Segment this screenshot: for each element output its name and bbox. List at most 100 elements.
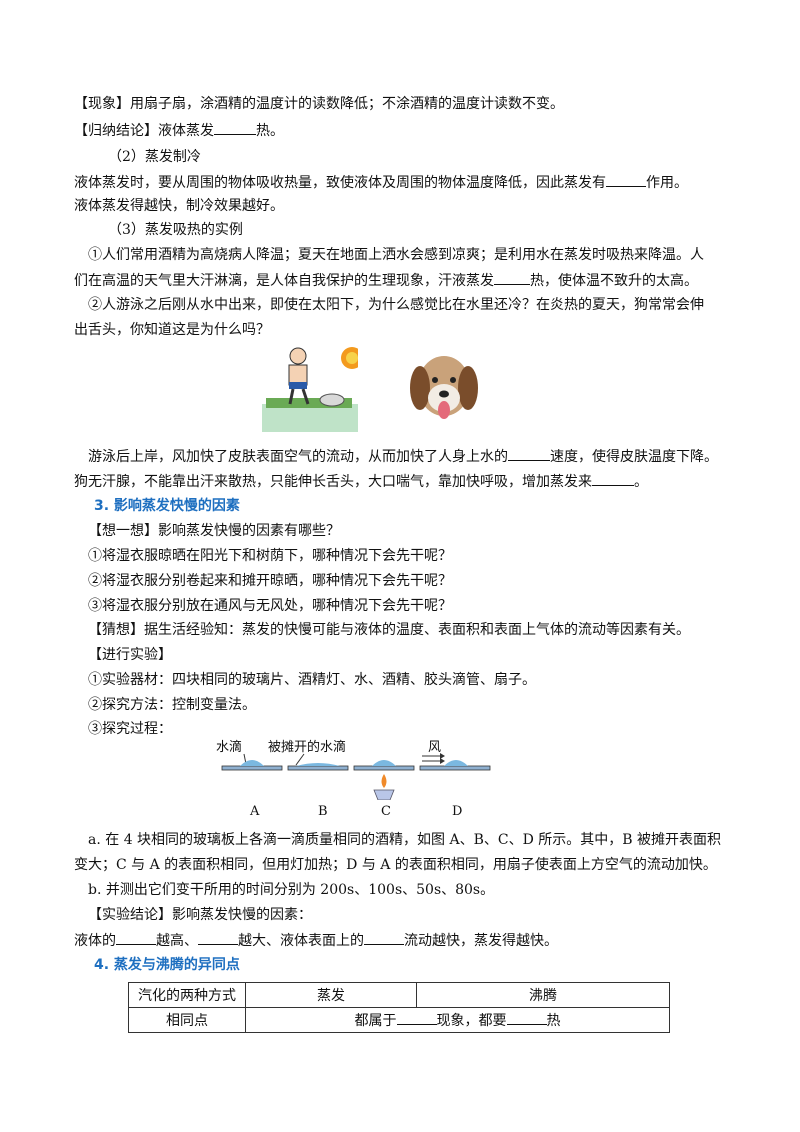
table-cell: 都属于 现象，都要 热 [245, 1007, 670, 1033]
answer-blank[interactable] [506, 1010, 547, 1025]
dog-ear-right [458, 366, 478, 410]
text: 越大、液体表面上的 [238, 933, 364, 949]
answer-para-1: 游泳后上岸，风加快了皮肤表面空气的流动，从而加快了人身上水的 速度，使得皮肤温度下… [88, 446, 718, 467]
answer-para-2: 狗无汗腺，不能靠出汗来散热，只能伸长舌头，大口喘气，靠加快呼吸，增加蒸发来 。 [74, 471, 648, 492]
answer-blank[interactable] [508, 446, 550, 461]
label-spread-drop: 被摊开的水滴 [268, 740, 347, 755]
water-drop-b [296, 763, 340, 766]
glass-plate-a [221, 765, 283, 771]
dog-nose [439, 390, 449, 398]
example-1-cont: 们在高温的天气里大汗淋漓，是人体自我保护的生理现象，汗液蒸发 热，使体温不致升的太… [74, 270, 698, 291]
conclusion-line: 【归纳结论】液体蒸发 热。 [74, 120, 284, 141]
answer-blank[interactable] [494, 270, 530, 285]
table-cell: 相同点 [128, 1007, 246, 1033]
exp-conclusion-line: 液体的 越高、 越大、液体表面上的 流动越快，蒸发得越快。 [74, 930, 558, 951]
wind-arrow-head [440, 753, 445, 759]
process-a-cont: 变大；C 与 A 的表面积相同，但用灯加热；D 与 A 的表面积相同，用扇子使表… [74, 857, 717, 873]
swimmer-head [289, 347, 307, 365]
leg [301, 388, 310, 405]
water-drop-d [444, 760, 468, 766]
text: 流动越快，蒸发得越快。 [404, 933, 558, 949]
table-row: 汽化的两种方式 蒸发 沸腾 [128, 982, 670, 1008]
dog-eye [450, 377, 456, 383]
text: 。 [634, 474, 648, 490]
text: 狗无汗腺，不能靠出汗来散热，只能伸长舌头，大口喘气，靠加快呼吸，增加蒸发来 [74, 474, 592, 490]
label-a: A [250, 804, 260, 819]
text: 都属于 [354, 1013, 397, 1029]
comparison-table: 汽化的两种方式 蒸发 沸腾 相同点 都属于 现象，都要 热 [128, 982, 670, 1033]
answer-blank[interactable] [116, 930, 156, 945]
text: 作用。 [646, 175, 688, 191]
label-wind: 风 [428, 740, 442, 755]
water-drop-a [240, 760, 264, 766]
example-2: ②人游泳之后刚从水中出来，即使在太阳下，为什么感觉比在水里还冷？在炎热的夏天，狗… [88, 297, 704, 313]
flame-icon [381, 774, 387, 788]
text: 热，使体温不致升的太高。 [530, 273, 698, 289]
leg [288, 388, 295, 405]
table-row: 相同点 都属于 现象，都要 热 [128, 1007, 670, 1033]
example-1: ①人们常用酒精为高烧病人降温；夏天在地面上洒水会感到凉爽；是利用水在蒸发时吸热来… [88, 247, 704, 263]
process-line: ③探究过程： [88, 721, 172, 737]
example-2-cont: 出舌头，你知道这是为什么吗？ [74, 322, 270, 338]
swim-trunks [289, 382, 307, 389]
label-b: B [318, 804, 328, 819]
process-a: a. 在 4 块相同的玻璃板上各滴一滴质量相同的酒精，如图 A、B、C、D 所示… [88, 832, 722, 848]
label-c: C [381, 804, 391, 819]
text: 现象，都要 [436, 1013, 507, 1029]
method-line: ②探究方法：控制变量法。 [88, 697, 256, 713]
answer-blank[interactable] [396, 1010, 437, 1025]
dog-eye [432, 377, 438, 383]
exp-conclusion-heading: 【实验结论】影响蒸发快慢的因素： [88, 907, 312, 923]
label-water-drop: 水滴 [216, 740, 243, 755]
dog-ear-left [410, 366, 430, 410]
experiment-heading: 【进行实验】 [88, 647, 172, 663]
text: 液体的 [74, 933, 116, 949]
pointer-line [295, 753, 305, 766]
glass-plate-d [419, 765, 491, 771]
text: 【归纳结论】液体蒸发 [74, 123, 214, 139]
dog-tongue [438, 401, 450, 419]
glass-plate-c [353, 765, 415, 771]
process-b: b. 并测出它们变干所用的时间分别为 200s、100s、50s、80s。 [88, 882, 495, 898]
dog-on-dock [319, 393, 345, 407]
water-drop-c [372, 760, 396, 766]
evaporation-experiment-figure [221, 753, 491, 800]
alcohol-lamp [373, 789, 395, 800]
para-cooling: 液体蒸发时，要从周围的物体吸收热量，致使液体及周围的物体温度降低，因此蒸发有 作用… [74, 172, 688, 193]
table-header-cell: 沸腾 [416, 982, 670, 1008]
subheading-cooling: （2）蒸发制冷 [108, 149, 201, 165]
table-header-cell: 汽化的两种方式 [128, 982, 246, 1008]
text: 速度，使得皮肤温度下降。 [550, 449, 718, 465]
phenomenon-line: 【现象】用扇子扇，涂酒精的温度计的读数降低；不涂酒精的温度计读数不变。 [74, 96, 564, 112]
table-header-cell: 蒸发 [245, 982, 417, 1008]
answer-blank[interactable] [214, 120, 256, 135]
question-2: ②将湿衣服分别卷起来和摊开晾晒，哪种情况下会先干呢？ [88, 573, 452, 589]
text: 热 [546, 1013, 561, 1029]
materials-line: ①实验器材：四块相同的玻璃片、酒精灯、水、酒精、胶头滴管、扇子。 [88, 672, 536, 688]
answer-blank[interactable] [364, 930, 404, 945]
sun-core [346, 352, 358, 364]
label-d: D [452, 804, 463, 819]
answer-blank[interactable] [198, 930, 238, 945]
section-heading-4: 4. 蒸发与沸腾的异同点 [94, 957, 240, 973]
think-line: 【想一想】影响蒸发快慢的因素有哪些？ [88, 523, 340, 539]
dog-illustration [410, 356, 478, 419]
text: 液体蒸发时，要从周围的物体吸收热量，致使液体及周围的物体温度降低，因此蒸发有 [74, 175, 606, 191]
swimmer-illustration [262, 347, 358, 432]
para-cooling-2: 液体蒸发得越快，制冷效果越好。 [74, 198, 284, 214]
text: 们在高温的天气里大汗淋漓，是人体自我保护的生理现象，汗液蒸发 [74, 273, 494, 289]
hypothesis-line: 【猜想】据生活经验知：蒸发的快慢可能与液体的温度、表面积和表面上气体的流动等因素… [88, 622, 690, 638]
answer-blank[interactable] [592, 471, 634, 486]
text: 游泳后上岸，风加快了皮肤表面空气的流动，从而加快了人身上水的 [88, 449, 508, 465]
answer-blank[interactable] [606, 172, 646, 187]
section-heading-3: 3. 影响蒸发快慢的因素 [94, 498, 240, 514]
dog-muzzle [428, 384, 460, 412]
water [262, 404, 358, 432]
glass-plate-b [287, 765, 349, 771]
text: 越高、 [156, 933, 198, 949]
subheading-examples: （3）蒸发吸热的实例 [108, 222, 243, 238]
wind-arrow-head [440, 758, 445, 764]
question-1: ①将湿衣服晾晒在阳光下和树荫下，哪种情况下会先干呢？ [88, 548, 452, 564]
text: 热。 [256, 123, 284, 139]
question-3: ③将湿衣服分别放在通风与无风处，哪种情况下会先干呢？ [88, 598, 452, 614]
